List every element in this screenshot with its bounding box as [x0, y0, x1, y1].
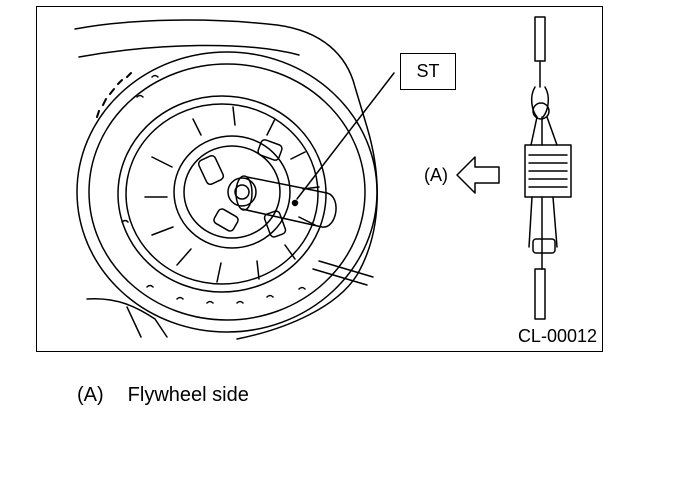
clutch-disc [117, 95, 327, 293]
cross-section-view [524, 16, 572, 320]
figure-frame: ST (A) CL-00012 [36, 6, 603, 352]
legend: (A) Flywheel side [77, 384, 249, 407]
clutch-hub [173, 135, 291, 249]
figure-code: CL-00012 [517, 326, 597, 346]
legend-marker: (A) [77, 384, 104, 406]
legend-text: Flywheel side [127, 384, 249, 406]
flywheel-side-label: (A) [424, 165, 448, 185]
st-callout: ST [400, 53, 456, 90]
flywheel-side-arrow [456, 156, 500, 194]
clutch-illustration [74, 16, 572, 340]
housing-outline [74, 19, 378, 340]
st-leader-line [296, 72, 395, 200]
st-tool [241, 176, 337, 228]
flywheel [76, 51, 378, 333]
st-callout-label: ST [416, 61, 440, 81]
